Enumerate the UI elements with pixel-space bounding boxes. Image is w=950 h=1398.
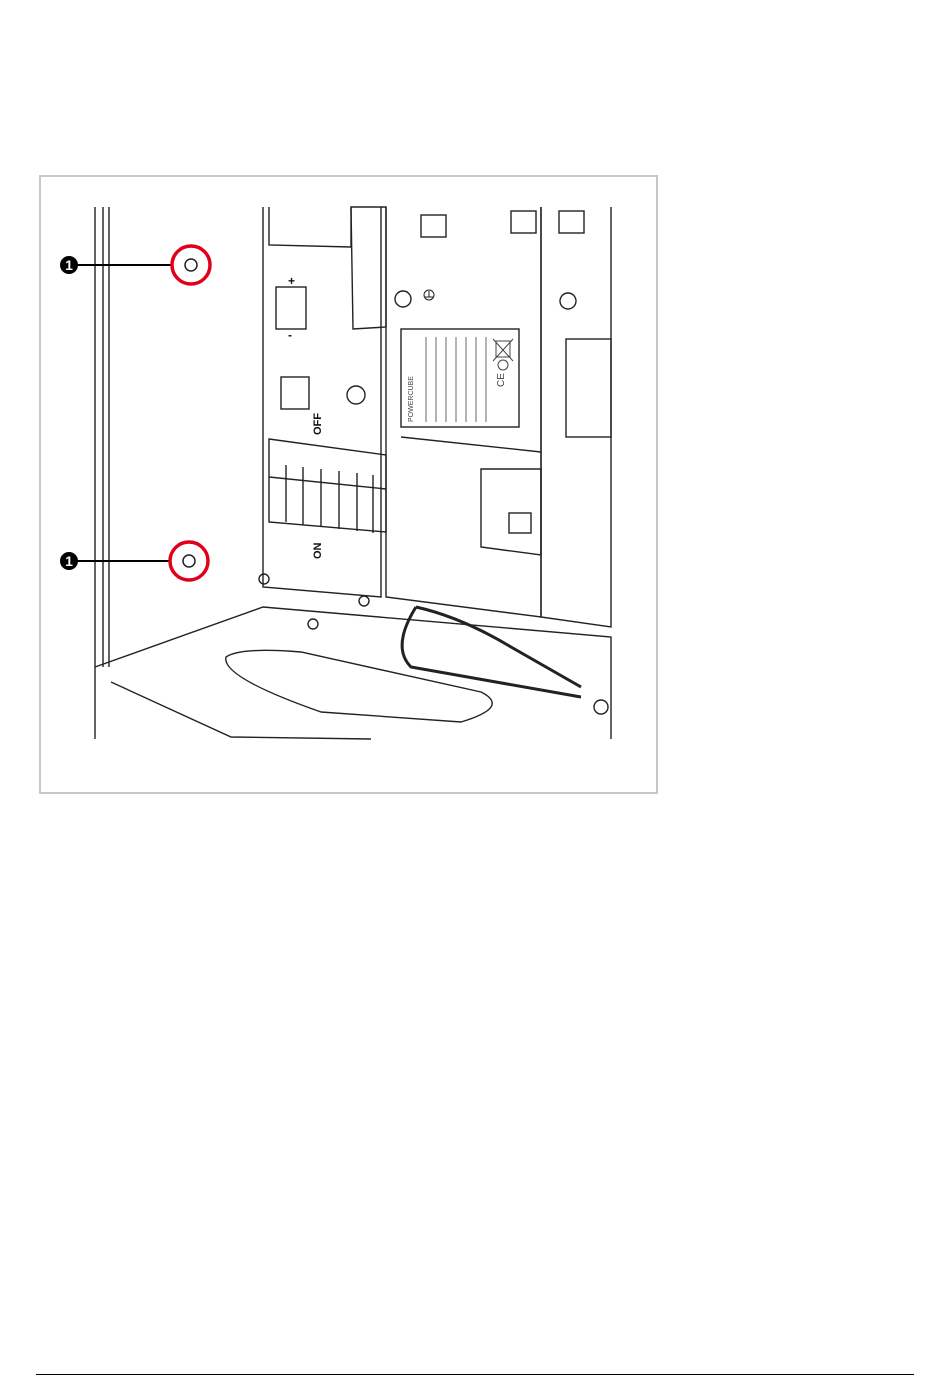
footer-rule [36, 1374, 914, 1375]
cabinet-base [95, 607, 611, 739]
ce-mark: CE [496, 373, 507, 387]
battery-cabinet-illustration: OFF ON + - POWERCUBE CE [41, 177, 656, 792]
nameplate-brand: POWERCUBE [408, 376, 415, 422]
recycle-icon [498, 360, 508, 370]
highlight-ring [172, 246, 210, 284]
on-label: ON [312, 542, 324, 559]
off-label: OFF [312, 413, 324, 435]
svg-text:1: 1 [65, 553, 73, 569]
screw-icon [183, 555, 195, 567]
figure-frame: OFF ON + - POWERCUBE CE [39, 175, 658, 794]
svg-text:1: 1 [65, 257, 73, 273]
callout-1-lower: 1 [60, 542, 208, 580]
callout-1-upper: 1 [60, 246, 210, 284]
plus-label: + [288, 274, 295, 288]
minus-label: - [288, 328, 292, 342]
ground-icon [424, 290, 434, 300]
screw-icon [185, 259, 197, 271]
highlight-ring [170, 542, 208, 580]
ground-lug [395, 291, 411, 307]
communication-cable [402, 607, 581, 697]
weee-bin-icon [493, 339, 513, 361]
